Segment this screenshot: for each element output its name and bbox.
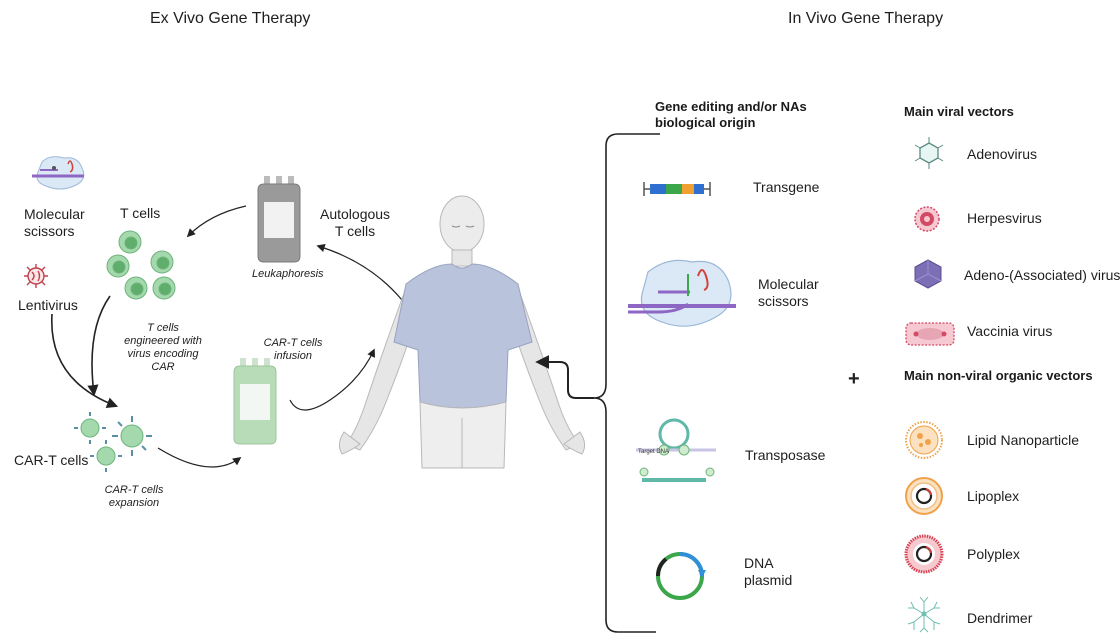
viral-vectors-heading: Main viral vectors bbox=[904, 104, 1014, 119]
in-vivo-heading: In Vivo Gene Therapy bbox=[788, 10, 944, 27]
molecular-scissors-icon bbox=[32, 156, 85, 190]
lipid-nanoparticle-label: Lipid Nanoparticle bbox=[967, 432, 1080, 448]
nonviral-vectors-heading: Main non-viral organic vectors bbox=[904, 368, 1093, 383]
transposase-icon bbox=[636, 418, 716, 482]
lipid-nanoparticle-icon bbox=[905, 421, 943, 459]
adenovirus-label: Adenovirus bbox=[967, 146, 1038, 162]
leukaphoresis-caption: Leukaphoresis bbox=[252, 268, 324, 280]
lentivirus-label: Lentivirus bbox=[18, 297, 78, 313]
car-t-cells-label: CAR-T cells bbox=[14, 452, 89, 468]
arrow-expansion-to-infusion bbox=[157, 447, 242, 468]
lipoplex-icon bbox=[905, 477, 943, 515]
t-cell bbox=[106, 230, 176, 300]
dendrimer-label: Dendrimer bbox=[967, 610, 1033, 626]
arrow-leuka-to-tcells bbox=[186, 205, 247, 238]
t-cells-cluster bbox=[106, 230, 176, 300]
dendrimer-icon bbox=[907, 596, 941, 633]
arrow-body-to-autologous bbox=[316, 243, 403, 301]
aav-icon bbox=[914, 259, 942, 289]
adenovirus-icon bbox=[914, 137, 944, 169]
vaccinia-icon bbox=[905, 322, 955, 346]
polyplex-label: Polyplex bbox=[967, 546, 1020, 562]
target-dna-label: Target DNA bbox=[638, 449, 670, 455]
transposase-label: Transposase bbox=[745, 447, 826, 463]
molecular-scissors-large-icon bbox=[628, 259, 736, 327]
ex-vivo-heading: Ex Vivo Gene Therapy bbox=[150, 10, 311, 27]
transgene-label: Transgene bbox=[753, 179, 820, 195]
lipoplex-label: Lipoplex bbox=[967, 488, 1020, 504]
dna-plasmid-icon bbox=[655, 552, 706, 600]
arrow-tcells-to-cart bbox=[87, 295, 111, 397]
aav-label: Adeno-(Associated) virus bbox=[964, 267, 1120, 283]
car-t-infusion-bag-icon bbox=[233, 358, 277, 445]
vaccinia-label: Vaccinia virus bbox=[967, 323, 1053, 339]
transgene-icon bbox=[643, 182, 711, 196]
leukaphoresis-bag-icon bbox=[257, 176, 301, 263]
plus-sign: + bbox=[848, 368, 860, 390]
arrow-infusion-to-body bbox=[289, 348, 375, 411]
t-cells-label: T cells bbox=[120, 205, 161, 221]
herpesvirus-label: Herpesvirus bbox=[967, 210, 1042, 226]
lentivirus-icon bbox=[24, 264, 48, 288]
human-body-illustration bbox=[338, 195, 586, 469]
polyplex-icon bbox=[904, 534, 944, 574]
herpesvirus-icon bbox=[914, 206, 940, 232]
arrow-lentivirus-to-cart bbox=[51, 313, 119, 409]
car-t-cells-cluster bbox=[74, 412, 152, 472]
